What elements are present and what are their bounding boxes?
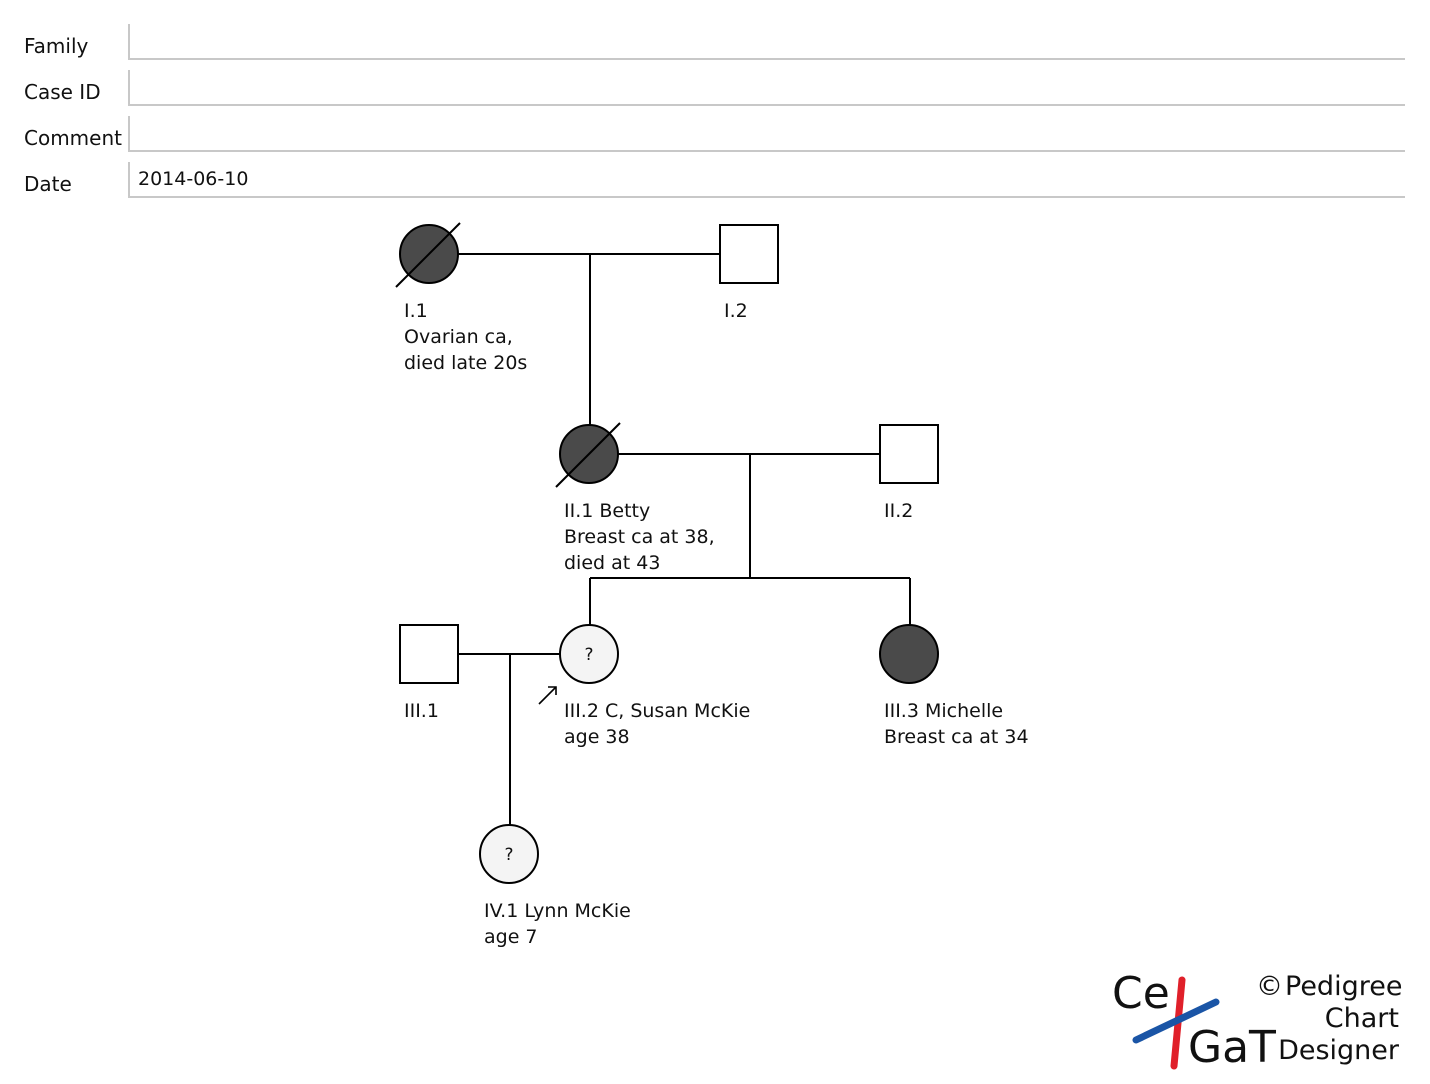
logo-caption-line-3: Designer [1278, 1035, 1400, 1066]
label-ii-2-line-1: II.2 [884, 500, 913, 522]
case-id-row: Case ID [0, 70, 1430, 116]
label-i-1-line-3: died late 20s [404, 352, 527, 374]
logo-text-ce: Ce [1112, 968, 1170, 1019]
logo-copyright-symbol: ©Pedigree [1256, 971, 1402, 1002]
comment-input[interactable] [128, 116, 1405, 152]
date-row: Date [0, 162, 1430, 208]
deceased-slash-i-1 [395, 222, 461, 288]
individuals: ?? [395, 222, 939, 884]
cegat-logo: Ce GaT ©Pedigree Chart Designer [1112, 968, 1402, 1073]
logo-caption-line-1: Pedigree [1285, 971, 1402, 1002]
label-iv-1-line-2: age 7 [484, 926, 538, 948]
comment-label: Comment [24, 126, 122, 150]
label-iii-1-line-1: III.1 [404, 700, 439, 722]
family-row: Family [0, 24, 1430, 70]
comment-row: Comment [0, 116, 1430, 162]
unknown-status-iii-2: ? [584, 645, 593, 665]
label-iv-1-line-1: IV.1 Lynn McKie [484, 900, 631, 922]
proband-arrow-head [548, 686, 557, 695]
proband-arrow-icon [538, 686, 557, 705]
case-id-label: Case ID [24, 80, 101, 104]
date-label: Date [24, 172, 72, 196]
female-symbol-iii-2[interactable] [559, 624, 619, 684]
deceased-slash-ii-1 [555, 422, 621, 488]
label-i-2-line-1: I.2 [724, 300, 748, 322]
label-ii-1-line-3: died at 43 [564, 552, 660, 574]
relationship-lines [458, 253, 911, 825]
logo-text-gat: GaT [1188, 1022, 1276, 1073]
label-iii-3-line-1: III.3 Michelle [884, 700, 1003, 722]
unknown-status-iv-1: ? [504, 845, 513, 865]
female-symbol-iv-1[interactable] [479, 824, 539, 884]
label-i-1-line-2: Ovarian ca, [404, 326, 513, 348]
family-label: Family [24, 34, 89, 58]
label-iii-3-line-2: Breast ca at 34 [884, 726, 1029, 748]
copyright-symbol: © [1256, 971, 1283, 1002]
label-iii-2-line-1: III.2 C, Susan McKie [564, 700, 750, 722]
family-input[interactable] [128, 24, 1405, 60]
male-symbol-iii-1[interactable] [399, 624, 459, 684]
female-symbol-iii-3[interactable] [879, 624, 939, 684]
case-id-input[interactable] [128, 70, 1405, 106]
date-input[interactable] [128, 162, 1405, 198]
label-ii-1-line-2: Breast ca at 38, [564, 526, 715, 548]
label-i-1-line-1: I.1 [404, 300, 428, 322]
logo-caption-line-2: Chart [1325, 1003, 1399, 1034]
label-iii-2-line-2: age 38 [564, 726, 630, 748]
male-symbol-ii-2[interactable] [879, 424, 939, 484]
logo-blue-stroke [1132, 998, 1220, 1044]
male-symbol-i-2[interactable] [719, 224, 779, 284]
label-ii-1-line-1: II.1 Betty [564, 500, 650, 522]
